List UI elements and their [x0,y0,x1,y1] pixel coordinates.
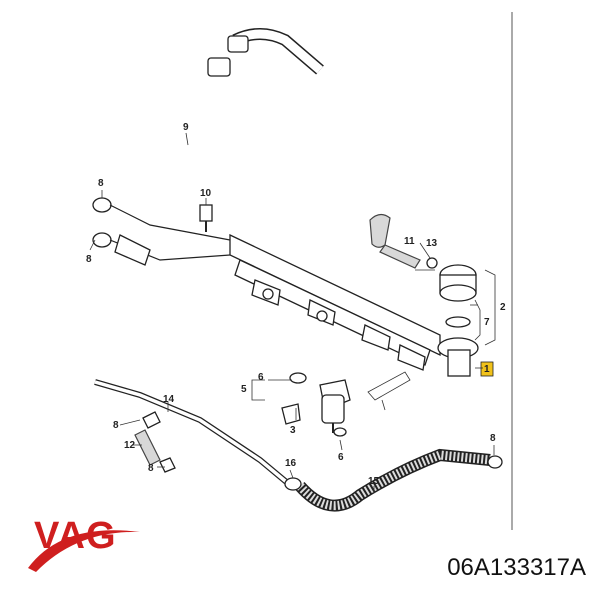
pressure-regulator [369,213,494,377]
callout-8a: 8 [98,178,104,189]
callout-6b: 6 [338,452,344,463]
callout-8c: 8 [113,420,119,431]
callout-13: 13 [426,238,438,249]
callout-8e: 8 [490,433,496,444]
callout-1: 1 [484,364,490,375]
clip [367,371,411,401]
callout-15: 15 [368,476,380,487]
callout-2: 2 [500,302,506,313]
part-number: 06A133317A [447,554,586,581]
callout-7: 7 [484,317,490,328]
callout-6a: 6 [258,372,264,383]
bolt [199,204,213,232]
callout-8b: 8 [86,254,92,265]
injector [281,372,351,437]
callout-14: 14 [163,394,175,405]
callout-5: 5 [241,384,247,395]
fuel-line [94,379,292,488]
callout-16: 16 [285,458,297,469]
callout-3: 3 [290,425,296,436]
callout-9: 9 [183,122,189,133]
coolant-hose [113,28,324,211]
flex-hose [284,448,503,512]
bracket-7 [474,299,481,341]
callout-8d: 8 [148,463,154,474]
callout-10: 10 [200,188,212,199]
hose-clamp-group-left [92,197,231,266]
callout-12: 12 [124,440,136,451]
callout-11: 11 [404,236,415,247]
brand-logo-text: VAG [34,515,117,557]
vag-logo-swoosh [28,530,140,572]
fuel-rail [229,233,441,371]
bracket-2 [484,269,496,346]
